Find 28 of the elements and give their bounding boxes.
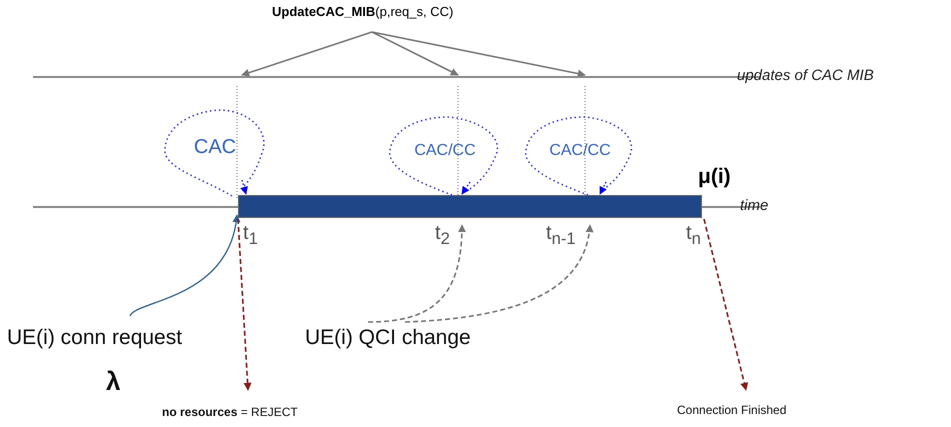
balloon-label: CAC/CC xyxy=(413,142,477,160)
time-mark: t$_{n-1}$ xyxy=(546,222,576,249)
outcome-text: no resources = REJECT xyxy=(162,405,298,419)
event-text: UE(i) conn request xyxy=(7,326,182,350)
event-text: UE(i) QCI change xyxy=(305,326,471,350)
arrow xyxy=(372,31,459,76)
rate-symbol: μ(i) xyxy=(698,165,731,189)
arrow xyxy=(241,31,372,77)
rate-symbol: λ xyxy=(106,366,120,397)
connection-bar xyxy=(238,195,702,218)
line-label: time xyxy=(740,197,768,214)
function-call-text: UpdateCAC_MIB(p,req_s, CC) xyxy=(272,4,454,19)
arrow xyxy=(237,218,252,391)
arrow xyxy=(599,182,607,195)
line-label: updates of CAC MIB xyxy=(737,67,874,84)
arrow xyxy=(130,214,240,316)
balloon-label: CAC xyxy=(192,136,238,159)
arrow xyxy=(404,224,593,323)
arrow xyxy=(368,224,466,323)
outcome-text: Connection Finished xyxy=(677,403,786,417)
time-mark: t$_{1}$ xyxy=(243,222,258,249)
arrow xyxy=(462,182,470,195)
balloon-label: CAC/CC xyxy=(548,142,612,160)
arrow xyxy=(372,31,586,78)
arrow xyxy=(703,218,748,391)
time-mark: t$_{n}$ xyxy=(686,222,701,249)
arrow xyxy=(240,180,248,195)
time-mark: t$_{2}$ xyxy=(435,222,450,249)
